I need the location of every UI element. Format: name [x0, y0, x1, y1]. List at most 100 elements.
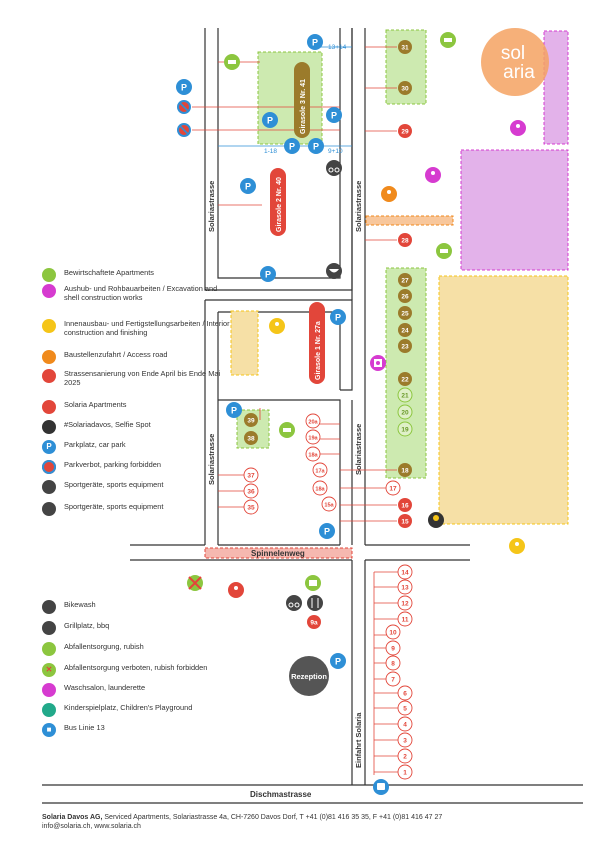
svg-text:38: 38	[247, 436, 255, 443]
interior-construction-icon	[509, 538, 525, 554]
footer: Solaria Davos AG, Serviced Apartments, S…	[42, 813, 582, 831]
apartment-marker-31[interactable]: 31	[398, 40, 412, 54]
street-solariastrasse-upper-right: Solariastrasse	[354, 181, 363, 232]
apartment-marker-18a[interactable]: 18a	[312, 480, 328, 496]
svg-text:12: 12	[401, 601, 409, 608]
legend-item-selfie: #Solariadavos, Selfie Spot	[42, 420, 232, 434]
legend-text: Aushub- und Rohbauarbeiten / Excavation …	[64, 284, 218, 302]
apartment-marker-26[interactable]: 26	[398, 289, 412, 303]
apartment-marker-27[interactable]: 27	[398, 273, 412, 287]
sport-equipment-icon	[307, 595, 323, 611]
laundry-icon	[42, 683, 56, 697]
apartment-marker-1[interactable]: 1	[397, 764, 413, 780]
apartment-marker-14[interactable]: 14	[397, 564, 413, 580]
apartment-marker-12[interactable]: 12	[397, 595, 413, 611]
apartment-marker-20a[interactable]: 20a	[305, 413, 321, 429]
legend-item-rubbish: Abfallentsorgung, rubish	[42, 642, 232, 656]
bbq-icon	[326, 263, 342, 279]
apartment-marker-10[interactable]: 10	[385, 624, 401, 640]
apartment-marker-19a[interactable]: 19a	[305, 429, 321, 445]
legend-item-roadworks: Strassensanierung von Ende April bis End…	[42, 369, 232, 387]
svg-text:4: 4	[403, 722, 407, 729]
svg-text:14: 14	[401, 570, 409, 577]
apartment-marker-13[interactable]: 13	[397, 579, 413, 595]
rubbish-icon	[305, 575, 321, 591]
apartment-icon	[440, 32, 456, 48]
legend-text: Strassensanierung von Ende April bis End…	[64, 369, 221, 387]
legend-text: Sportgeräte, sports equipment	[64, 480, 164, 489]
apartment-marker-9a[interactable]: 9a	[307, 615, 321, 629]
legend-text: Kinderspielplatz, Children's Playground	[64, 703, 193, 712]
no-rubbish-icon	[187, 575, 203, 591]
svg-text:P: P	[245, 182, 251, 192]
footer-company: Solaria Davos AG,	[42, 814, 103, 821]
apartment-marker-4[interactable]: 4	[397, 716, 413, 732]
svg-text:P: P	[331, 111, 337, 121]
legend-text: #Solariadavos, Selfie Spot	[64, 420, 151, 429]
selfie-spot-icon	[428, 512, 444, 528]
excavation-icon	[425, 167, 441, 183]
apartment-marker-36[interactable]: 36	[243, 483, 259, 499]
apartment-marker-25[interactable]: 25	[398, 306, 412, 320]
apartment-marker-2[interactable]: 2	[397, 748, 413, 764]
apartment-marker-38[interactable]: 38	[244, 431, 258, 445]
parking-icon: P	[319, 523, 335, 539]
excavation-icon	[510, 120, 526, 136]
legend-text: Innenausbau- und Fertigstellungsarbeiten…	[64, 319, 230, 337]
apartment-marker-24[interactable]: 24	[398, 323, 412, 337]
apartment-marker-15[interactable]: 15	[398, 514, 412, 528]
street-einfahrt: Einfahrt Solaria	[354, 712, 363, 768]
apartment-marker-29[interactable]: 29	[398, 124, 412, 138]
apartment-marker-15a[interactable]: 15a	[321, 496, 337, 512]
apartment-marker-21[interactable]: 21	[397, 387, 413, 403]
parking-icon: P	[262, 112, 278, 128]
apartment-marker-23[interactable]: 23	[398, 339, 412, 353]
apartment-marker-35[interactable]: 35	[243, 499, 259, 515]
building-reception[interactable]: Rezeption	[289, 656, 329, 696]
apartment-marker-3[interactable]: 3	[397, 732, 413, 748]
apartment-marker-22[interactable]: 22	[398, 372, 412, 386]
legend-text: Abfallentsorgung, rubish	[64, 642, 144, 651]
apartment-marker-6[interactable]: 6	[397, 685, 413, 701]
sport-equipment-icon	[42, 480, 56, 494]
legend-item-access: Baustellenzufahrt / Access road	[42, 350, 232, 364]
apartment-marker-18a[interactable]: 18a	[305, 446, 321, 462]
legend-item-interior: Innenausbau- und Fertigstellungsarbeiten…	[42, 319, 232, 337]
apartment-marker-28[interactable]: 28	[398, 233, 412, 247]
playground-icon	[42, 703, 56, 717]
parking-markers[interactable]: P P P P P P P P P P P P	[176, 34, 346, 669]
apartment-marker-17a[interactable]: 17a	[312, 462, 328, 478]
building-girasole1[interactable]: Girasole 1 Nr. 27a	[309, 302, 325, 384]
apartment-marker-30[interactable]: 30	[398, 81, 412, 95]
apartment-marker-39[interactable]: 39	[244, 413, 258, 427]
apartment-marker-7[interactable]: 7	[385, 671, 401, 687]
svg-text:P: P	[267, 116, 273, 126]
apartment-marker-20[interactable]: 20	[397, 404, 413, 420]
svg-text:17: 17	[389, 486, 397, 493]
legend-text: Parkplatz, car park	[64, 440, 126, 449]
svg-text:21: 21	[401, 393, 409, 400]
logo-line2: aria	[503, 62, 535, 83]
legend-item-excavation: Aushub- und Rohbauarbeiten / Excavation …	[42, 284, 232, 302]
svg-text:P: P	[289, 142, 295, 152]
parking-icon: P	[308, 138, 324, 154]
apartment-marker-9[interactable]: 9	[385, 640, 401, 656]
bus-icon	[373, 779, 389, 795]
apartment-marker-18[interactable]: 18	[398, 463, 412, 477]
apartment-marker-5[interactable]: 5	[397, 700, 413, 716]
building-girasole2[interactable]: Girasole 2 Nr. 40	[270, 168, 286, 236]
legend-text: Abfallentsorgung verboten, rubish forbid…	[64, 663, 208, 672]
access-icon	[42, 350, 56, 364]
svg-text:13: 13	[401, 585, 409, 592]
legend-item-solaria: Solaria Apartments	[42, 400, 232, 414]
apartment-marker-16[interactable]: 16	[398, 498, 412, 512]
svg-text:19: 19	[401, 427, 409, 434]
apartment-marker-17[interactable]: 17	[385, 480, 401, 496]
apartment-marker-11[interactable]: 11	[397, 611, 413, 627]
apartment-marker-19[interactable]: 19	[397, 421, 413, 437]
building-girasole3[interactable]: Girasole 3 Nr. 41	[294, 62, 310, 138]
street-spinnelenweg: Spinnelenweg	[251, 549, 305, 558]
zone-interior-large	[438, 275, 569, 525]
apartment-marker-8[interactable]: 8	[385, 655, 401, 671]
apartment-marker-37[interactable]: 37	[243, 467, 259, 483]
